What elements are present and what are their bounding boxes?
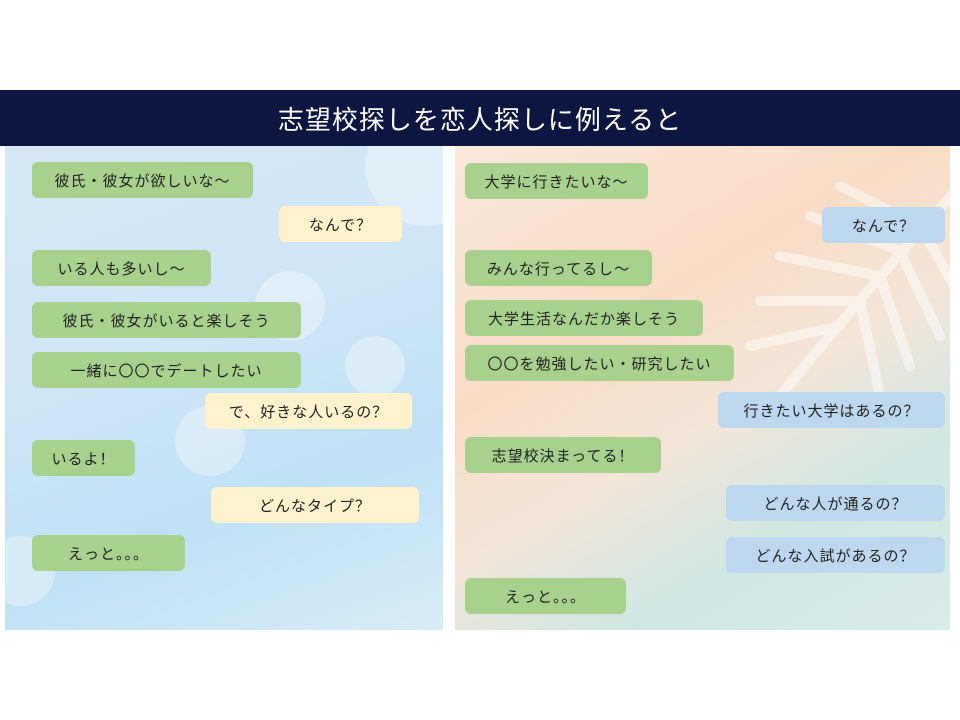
chat-bubble-self: いるよ！ xyxy=(32,440,135,476)
palm-leaf-decoration xyxy=(745,181,950,401)
chat-bubble-other: どんなタイプ？ xyxy=(211,487,419,523)
title-bar: 志望校探しを恋人探しに例えると xyxy=(0,90,960,146)
left-chat-panel: 彼氏・彼女が欲しいな～ なんで？ いる人も多いし～ 彼氏・彼女がいると楽しそう … xyxy=(5,146,443,630)
chat-bubble-self: 大学生活なんだか楽しそう xyxy=(465,300,703,336)
slide-title: 志望校探しを恋人探しに例えると xyxy=(277,105,683,136)
chat-bubble-other: どんな人が通るの？ xyxy=(726,485,945,521)
chat-bubble-other: で、好きな人いるの？ xyxy=(205,393,412,429)
chat-bubble-self: みんな行ってるし～ xyxy=(465,250,652,286)
bokeh-decoration xyxy=(345,336,405,396)
chat-bubble-self: えっと。。。 xyxy=(465,578,626,614)
chat-bubble-self: 〇〇を勉強したい・研究したい xyxy=(465,345,734,381)
chat-bubble-other: なんで？ xyxy=(279,206,402,242)
chat-bubble-self: いる人も多いし～ xyxy=(32,250,211,286)
chat-bubble-self: 彼氏・彼女が欲しいな～ xyxy=(32,162,253,198)
right-chat-panel: 大学に行きたいな～ なんで？ みんな行ってるし～ 大学生活なんだか楽しそう 〇〇… xyxy=(455,146,950,630)
chat-bubble-self: 大学に行きたいな～ xyxy=(465,163,648,199)
chat-bubble-self: 一緒に〇〇でデートしたい xyxy=(32,352,301,388)
chat-bubble-other: なんで？ xyxy=(822,207,945,243)
chat-bubble-other: どんな入試があるの？ xyxy=(726,537,945,573)
chat-bubble-other: 行きたい大学はあるの？ xyxy=(718,392,945,428)
chat-bubble-self: えっと。。。 xyxy=(32,535,185,571)
chat-bubble-self: 彼氏・彼女がいると楽しそう xyxy=(32,302,301,338)
chat-bubble-self: 志望校決まってる！ xyxy=(465,437,661,473)
